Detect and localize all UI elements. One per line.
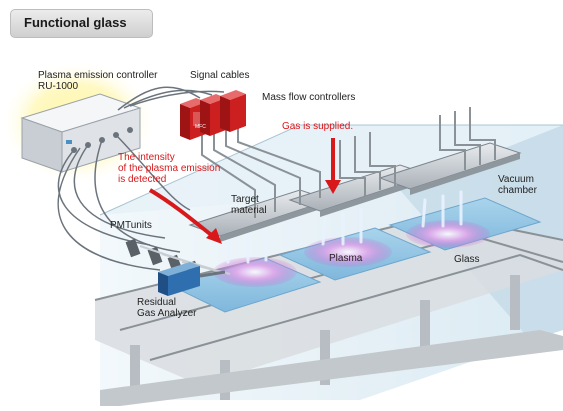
page-title: Functional glass [24,15,127,30]
mfc-unit-3 [220,90,246,132]
residual-gas-analyzer [158,262,226,296]
plasma-emission-controller [0,60,156,184]
label-intensity-line1: The intensity [118,152,175,163]
label-rga-line1: Residual [137,297,176,308]
label-intensity-line2: of the plasma emission [118,163,221,174]
label-target-line2: material [231,205,267,216]
label-vacuum-line1: Vacuum [498,174,534,185]
label-target-line1: Target [231,194,259,205]
label-glass: Glass [454,254,480,265]
plasma-glows [213,190,490,287]
label-pmt-units: PMTunits [110,220,152,231]
label-intensity-line3: is detected [118,174,167,185]
conveyor [94,213,563,406]
label-controller: Plasma emission controller [38,70,158,81]
target-materials [188,142,522,242]
label-vacuum-line2: chamber [498,185,537,196]
mfc-unit-text: MFC [195,124,206,130]
label-rga-line2: Gas Analyzer [137,308,197,319]
gas-pipes [201,107,496,218]
label-gas-supplied: Gas is supplied. [282,121,354,132]
title-tab [10,9,153,38]
label-controller-model: RU-1000 [38,81,79,92]
signal-cables [57,86,225,271]
mass-flow-controllers: MFC [180,90,246,140]
label-mass-flow-controllers: Mass flow controllers [262,92,356,103]
red-arrows [148,138,341,244]
label-signal-cables: Signal cables [190,70,250,81]
label-plasma: Plasma [329,253,363,264]
